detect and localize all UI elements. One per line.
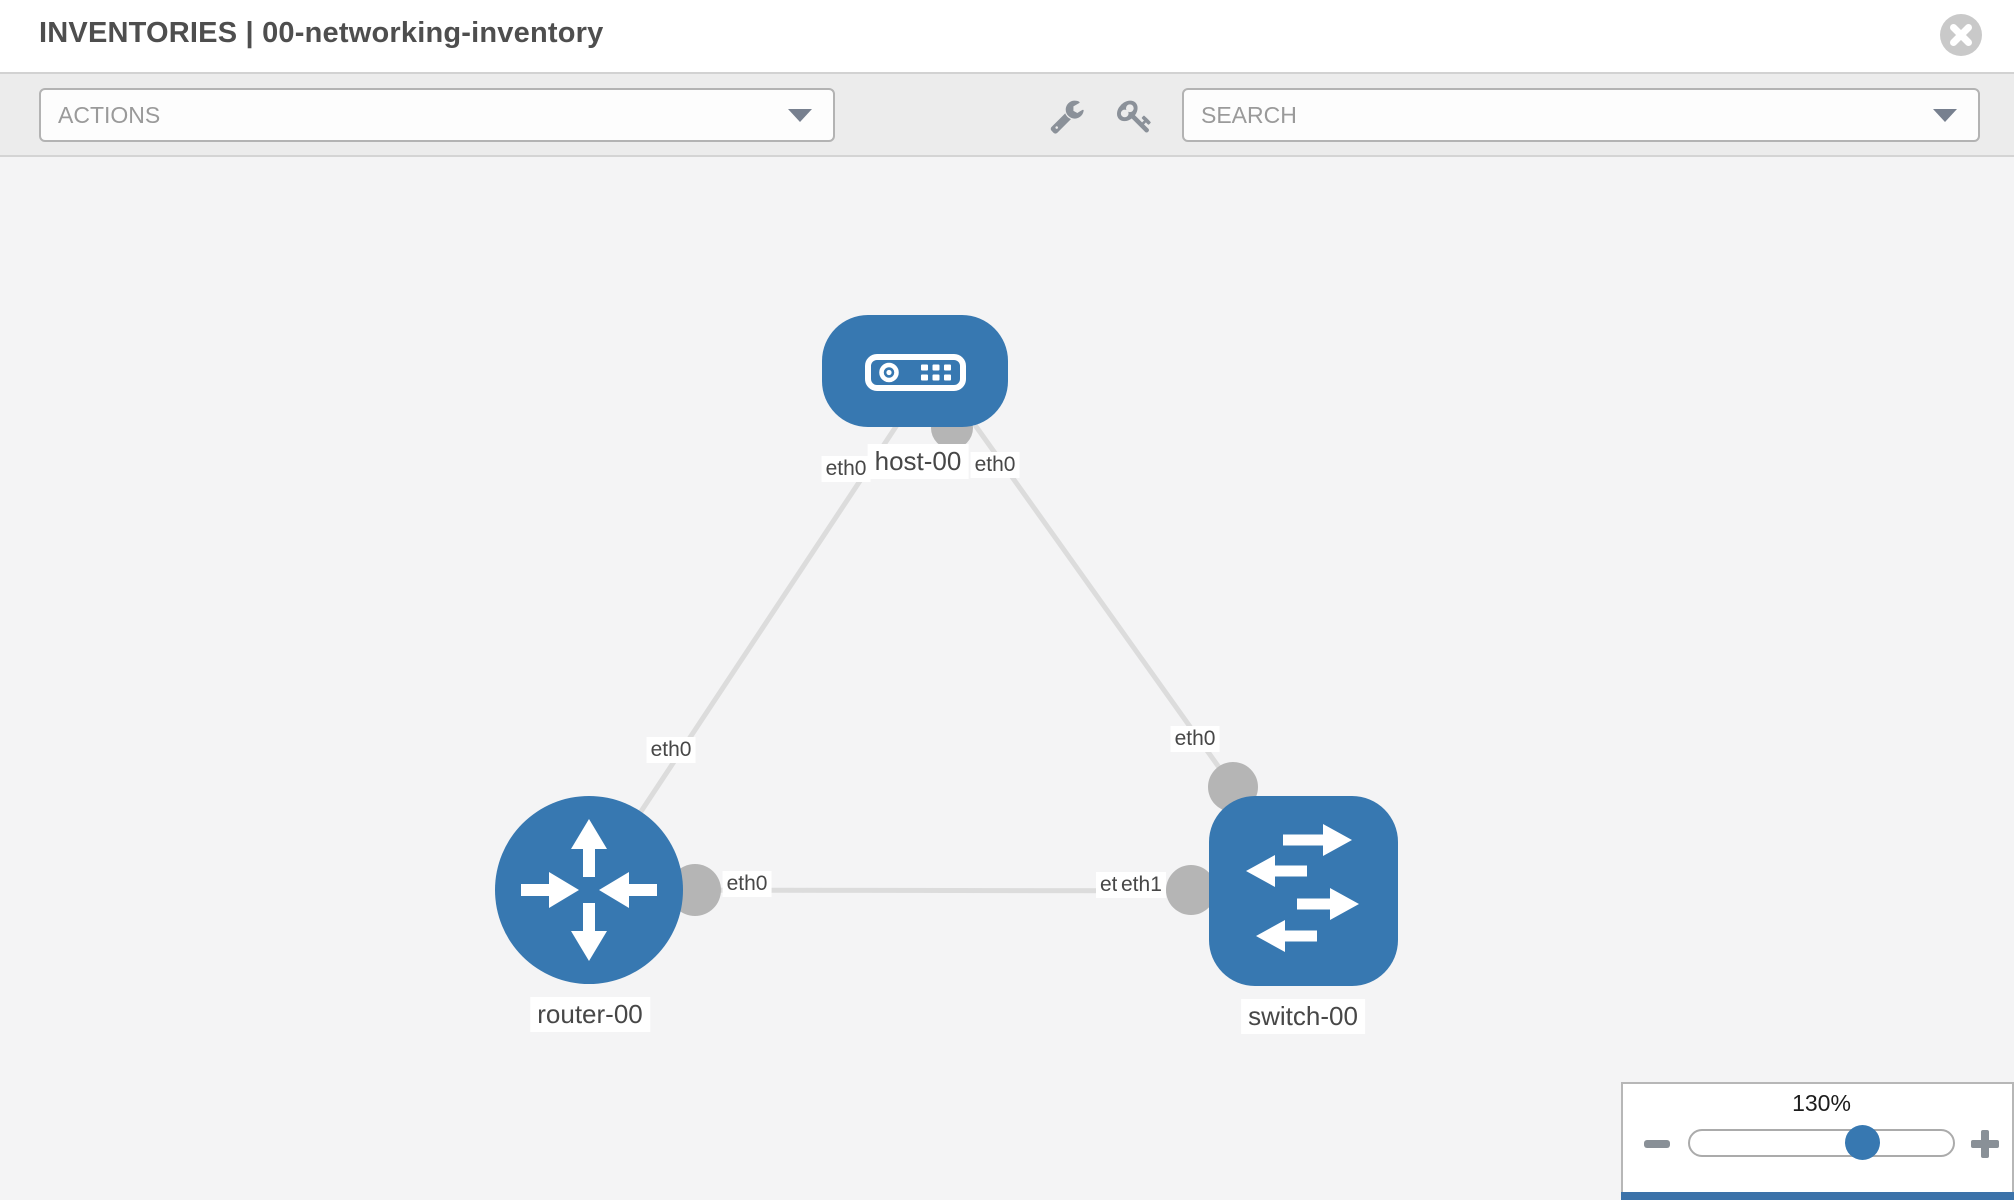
chevron-down-icon — [788, 109, 812, 122]
tools-button[interactable] — [1048, 98, 1086, 136]
wrench-icon — [1050, 100, 1084, 134]
search-dropdown[interactable]: SEARCH — [1182, 88, 1980, 142]
node-switch-00[interactable] — [1209, 796, 1398, 986]
close-icon — [1940, 14, 1982, 56]
zoom-in-button[interactable] — [1965, 1124, 2005, 1164]
topology-canvas[interactable]: host-00 router-00 switch-00 eth0 eth0 et… — [0, 157, 2014, 1200]
node-label-host[interactable]: host-00 — [867, 444, 969, 479]
actions-dropdown[interactable]: ACTIONS — [39, 88, 835, 142]
node-host-00[interactable] — [822, 315, 1008, 427]
topology-graph — [495, 315, 1398, 986]
bottom-accent-bar — [1621, 1192, 2014, 1200]
window-header: INVENTORIES | 00-networking-inventory — [0, 0, 2014, 72]
plus-icon — [1971, 1130, 1999, 1158]
key-icon — [1117, 100, 1151, 133]
interface-label-switch-to-router: eth1 — [1117, 872, 1166, 898]
node-label-router[interactable]: router-00 — [530, 997, 650, 1032]
interface-label-router-to-host: eth0 — [646, 737, 696, 763]
interface-label-host-to-switch: eth0 — [970, 452, 1020, 478]
switch-icon — [1246, 824, 1359, 952]
interface-endpoints — [669, 407, 1258, 916]
router-icon — [521, 819, 657, 961]
interface-label-host-to-router: eth0 — [821, 456, 871, 482]
interface-label-switch-to-host: eth0 — [1170, 726, 1220, 752]
zoom-slider-knob[interactable] — [1845, 1125, 1880, 1160]
zoom-level: 130% — [1792, 1090, 1851, 1116]
page-title: INVENTORIES | 00-networking-inventory — [39, 17, 604, 49]
chevron-down-icon — [1933, 109, 1957, 122]
endpoint-switch-left[interactable] — [1166, 865, 1216, 915]
toolbar: ACTIONS SEARCH — [0, 72, 2014, 157]
zoom-out-button[interactable] — [1637, 1124, 1677, 1164]
zoom-slider[interactable] — [1688, 1125, 1955, 1160]
zoom-panel: 130% — [1621, 1082, 2014, 1200]
minus-icon — [1644, 1140, 1670, 1148]
node-router-00[interactable] — [495, 796, 683, 984]
host-icon — [865, 354, 966, 391]
links — [586, 423, 1304, 894]
interface-label-router-to-switch: eth0 — [722, 871, 772, 897]
node-label-switch[interactable]: switch-00 — [1241, 999, 1365, 1034]
actions-dropdown-label: ACTIONS — [58, 102, 161, 128]
close-button[interactable] — [1940, 14, 1982, 56]
credentials-button[interactable] — [1116, 98, 1154, 136]
search-input-placeholder: SEARCH — [1201, 102, 1297, 128]
